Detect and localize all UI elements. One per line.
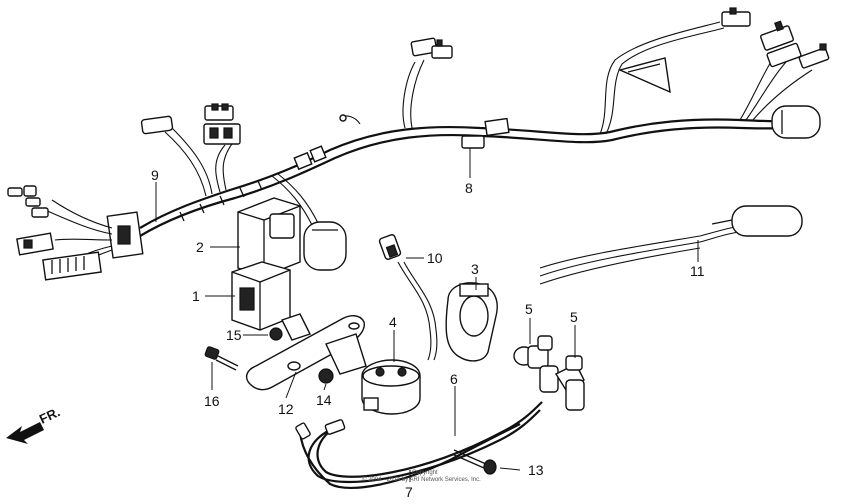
high-tension-cords [295, 401, 543, 489]
starter-relay [361, 234, 438, 415]
bolt-16 [204, 346, 239, 371]
bolt-13 [451, 449, 497, 475]
callout-2: 2 [196, 239, 204, 255]
callout-14: 14 [316, 392, 332, 408]
spark-plug-cap-left [513, 335, 553, 369]
callout-5a: 5 [525, 301, 533, 317]
callout-4: 4 [389, 314, 397, 330]
front-direction-arrow-icon [6, 422, 44, 444]
small-connector [461, 135, 485, 149]
callout-9: 9 [151, 167, 159, 183]
rubber-holder [445, 282, 498, 362]
callout-leaders [155, 148, 699, 482]
callout-10: 10 [427, 250, 443, 266]
callout-15: 15 [226, 327, 242, 343]
callout-1: 1 [192, 288, 200, 304]
direction-label: FR. [37, 404, 62, 426]
sub-harness [539, 205, 803, 285]
callout-3: 3 [471, 261, 479, 277]
copyright-line-2: © 2004 - 2014 by ARI Network Services, I… [362, 476, 481, 483]
relay-cover [237, 197, 301, 277]
mounting-bracket [245, 313, 367, 391]
main-wire-harness [7, 7, 830, 281]
callout-6: 6 [450, 371, 458, 387]
callout-5b: 5 [570, 309, 578, 325]
callout-8: 8 [465, 180, 473, 196]
nut-icon [269, 327, 283, 341]
spark-plug-cap-right [539, 355, 585, 411]
callout-13: 13 [528, 462, 544, 478]
relay-unit [231, 261, 291, 331]
copyright-line-1: Copyright [412, 470, 438, 476]
callout-11: 11 [690, 263, 705, 279]
rubber-grommet-icon [318, 368, 334, 384]
callout-7: 7 [405, 484, 413, 500]
callout-12: 12 [278, 401, 294, 417]
callout-16: 16 [204, 393, 220, 409]
